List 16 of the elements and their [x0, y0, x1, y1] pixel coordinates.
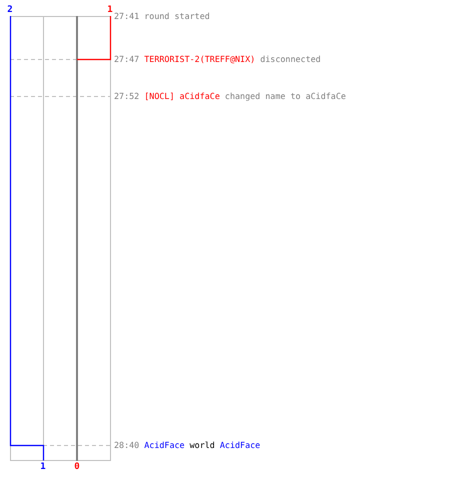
- timestamp: 27:52: [114, 91, 140, 101]
- event-text: round started: [144, 11, 210, 21]
- axis-value-label: 1: [107, 6, 113, 15]
- timestamp: 27:41: [114, 11, 140, 21]
- axis-value-label: 2: [7, 6, 13, 15]
- timestamp: 27:47: [114, 54, 140, 64]
- event-text: disconnected: [260, 54, 321, 64]
- timestamp: 28:40: [114, 440, 140, 450]
- player-name: AcidFace: [144, 440, 185, 450]
- player-name: AcidFace: [220, 440, 260, 450]
- event-text: changed name to aCidfaCe: [224, 91, 346, 101]
- player-name: [NOCL] aCidfaCe: [144, 91, 220, 101]
- player-name: TERRORIST-2(TREFF@NIX): [144, 54, 256, 64]
- axis-value-label: 0: [74, 463, 80, 472]
- event-text: world: [190, 440, 215, 450]
- axis-value-label: 1: [40, 463, 46, 472]
